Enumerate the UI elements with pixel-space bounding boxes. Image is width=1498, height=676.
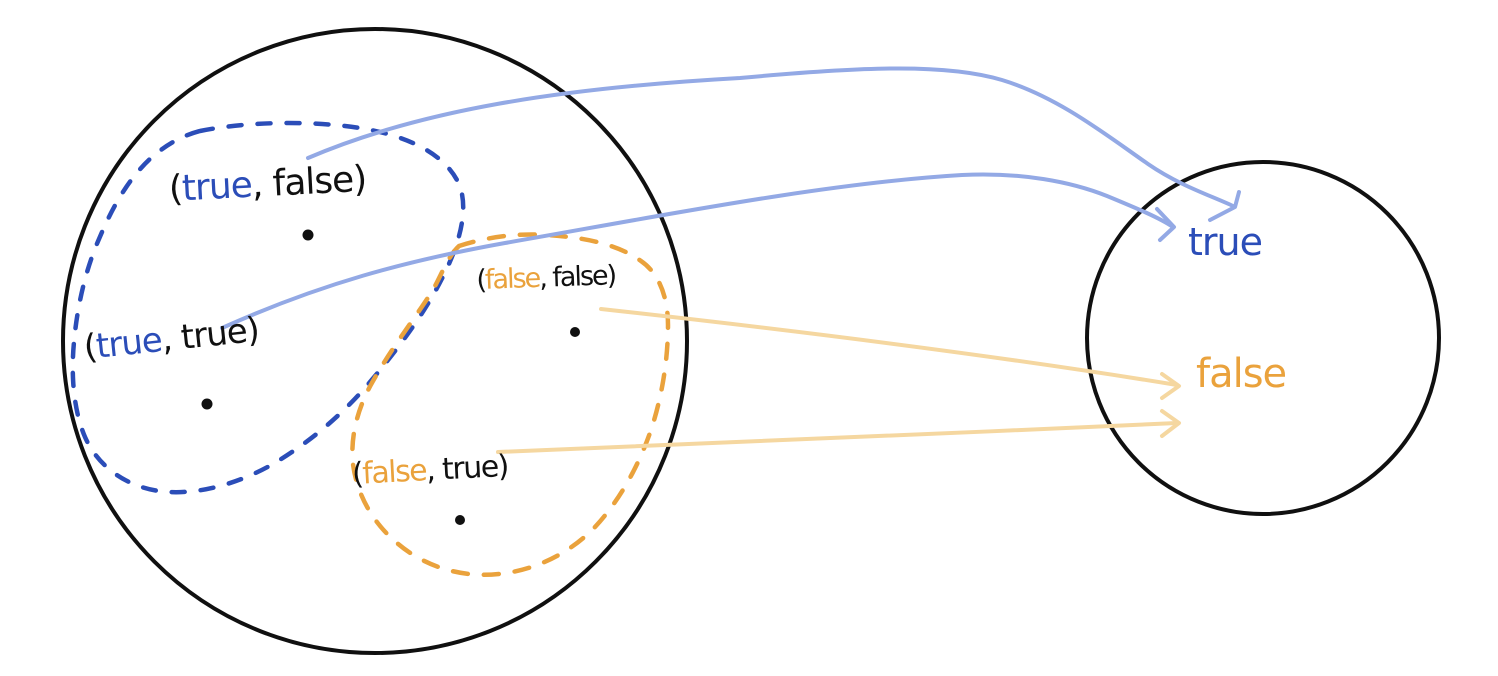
arrow-true-true-to-true-arrowhead [1155,207,1176,242]
codomain-true-label: true [1188,220,1263,264]
point-true-false [302,229,314,241]
arrow-true-false-to-true [306,66,1241,222]
arrow-false-false-to-false-arrowhead [1160,372,1181,400]
arrow-true-true-to-true [220,172,1176,330]
pair-false-true: (false, true) [351,448,509,492]
pair-second-value: true [441,449,499,488]
pair-first-value: false [361,453,428,492]
arrow-true-true-to-true-line [220,172,1175,330]
pair-first-value: true [94,320,164,367]
pair-second-value: false [271,159,355,205]
codomain-circle [1085,160,1441,516]
pair-close-paren: ) [606,260,616,292]
arrow-false-false-to-false [599,307,1181,400]
point-false-false [570,327,580,337]
arrow-false-false-to-false-line [599,307,1179,387]
false-region-outline [350,232,671,577]
pair-close-paren: ) [352,158,368,201]
pair-false-false: (false, false) [476,260,616,296]
point-true-true [201,398,213,410]
pair-second-value: false [551,260,608,294]
codomain-false-label: false [1196,351,1287,397]
arrow-true-false-to-true-arrowhead [1208,190,1241,222]
arrow-false-true-to-false-line [496,421,1179,454]
arrow-true-false-to-true-line [306,66,1235,208]
codomain-false-text: false [1196,351,1287,397]
pair-separator: , [250,163,274,206]
arrow-false-true-to-false [496,409,1181,454]
true-region-outline [70,120,466,495]
pair-second-value: true [179,311,249,358]
pair-close-paren: ) [496,448,509,485]
arrow-false-true-to-false-arrowhead [1160,409,1181,438]
point-false-true [455,515,465,525]
domain-circle [61,27,689,655]
pair-first-value: true [180,164,253,210]
codomain-true-text: true [1188,220,1263,264]
pair-first-value: false [484,262,540,296]
pair-separator: , [538,262,553,294]
